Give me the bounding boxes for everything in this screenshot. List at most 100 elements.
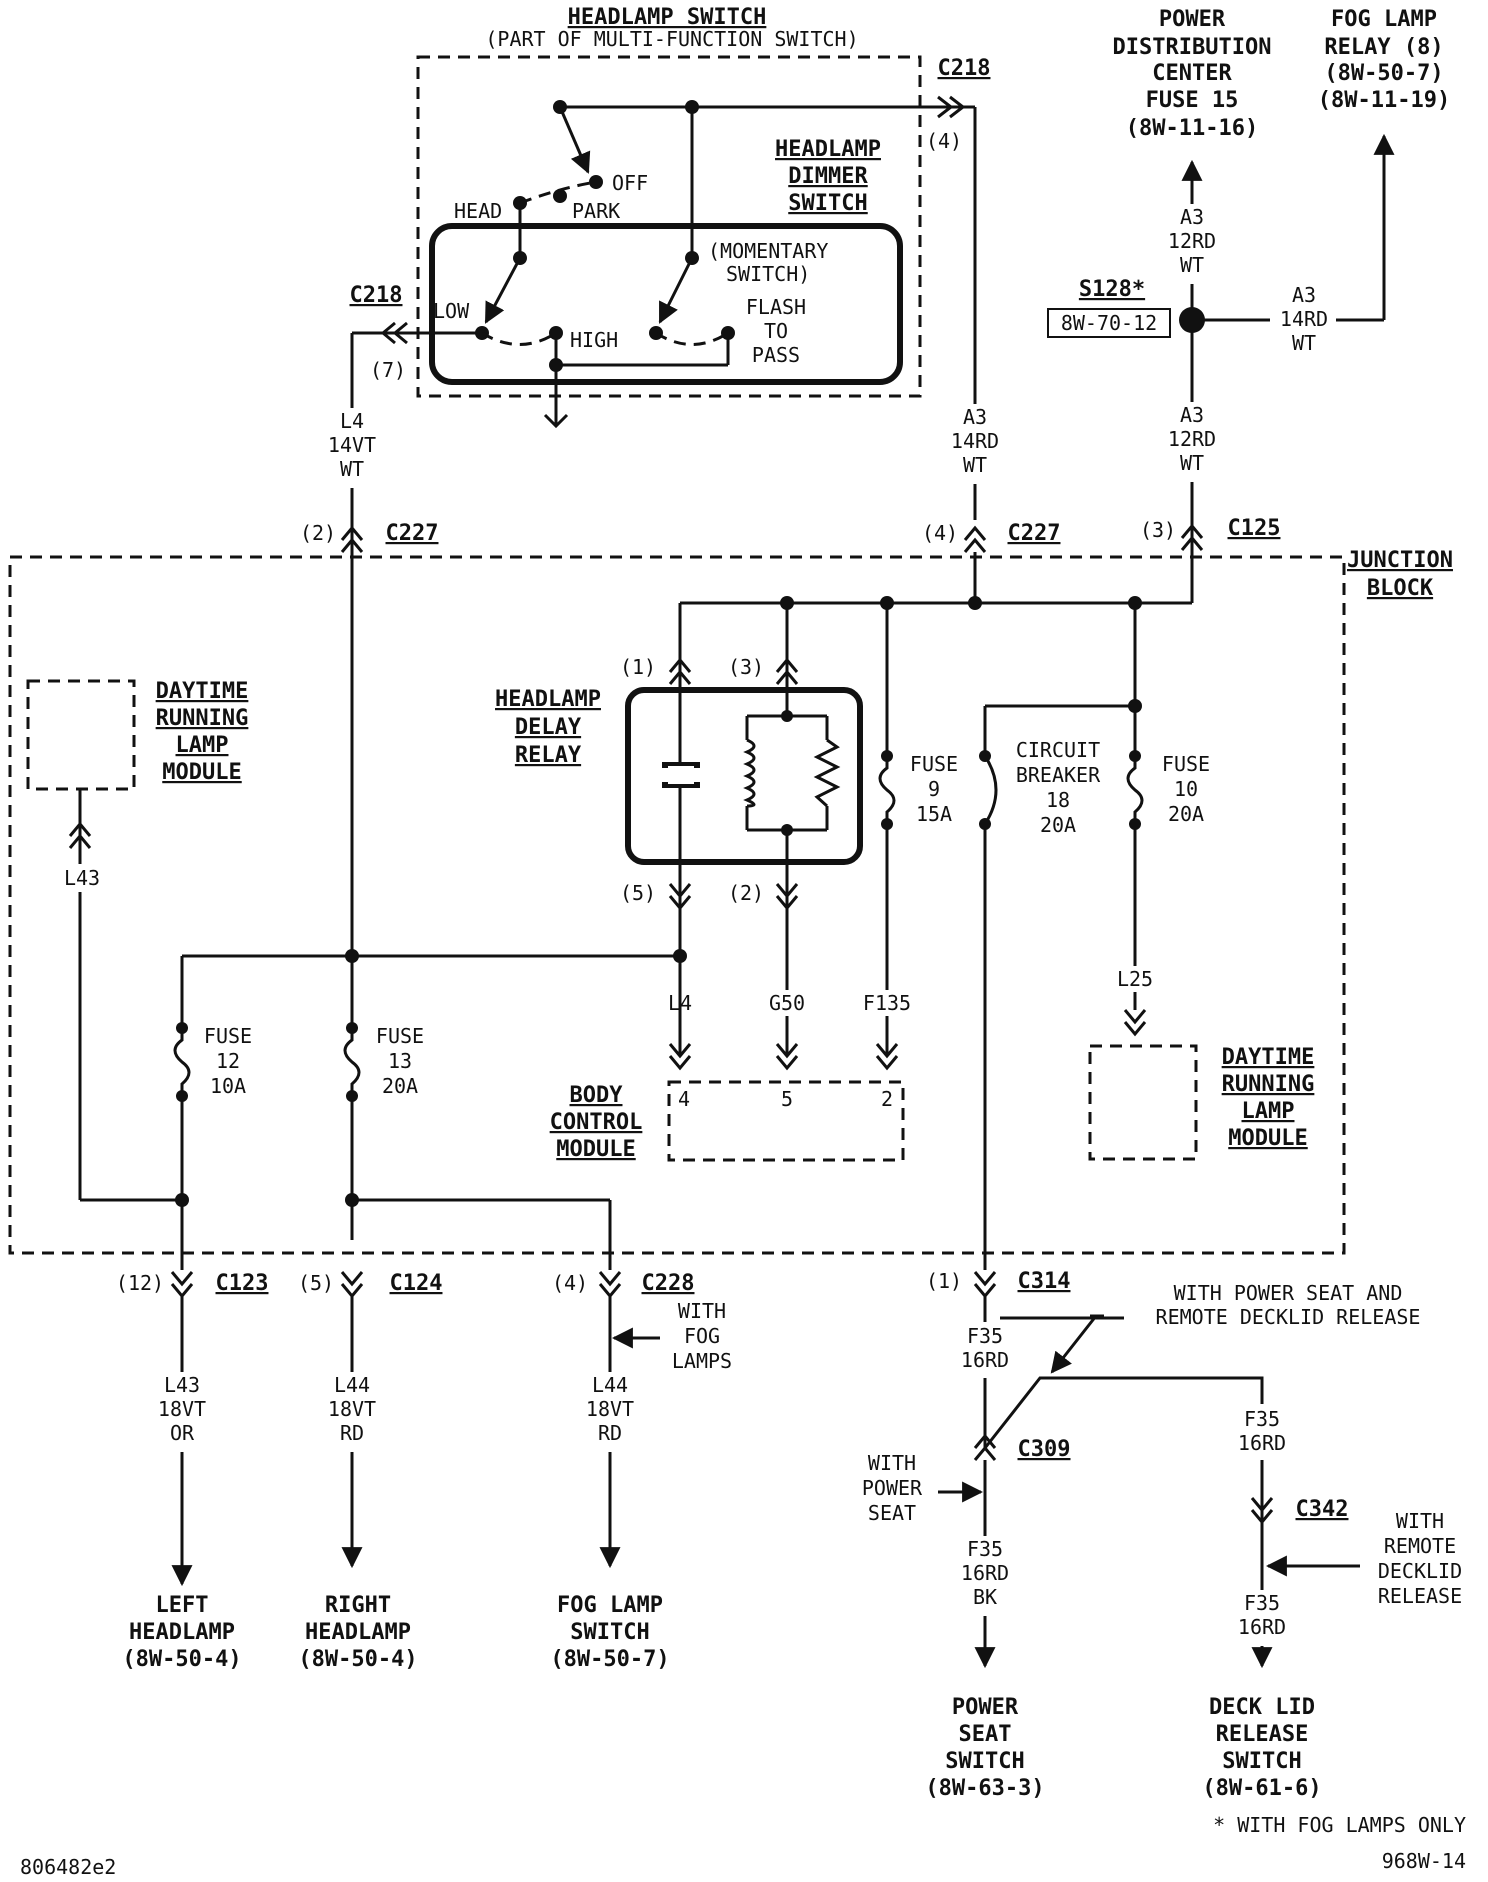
c342-connector <box>1250 1497 1274 1525</box>
label-high: HIGH <box>570 328 618 352</box>
drl-left-2: RUNNING <box>156 706 249 731</box>
deck-lid-3: SWITCH <box>1222 1749 1301 1774</box>
relay-contact-gap <box>668 766 694 784</box>
power-seat-1: POWER <box>952 1695 1019 1720</box>
pdc-line-1: POWER <box>1159 7 1226 32</box>
label-flash-3: PASS <box>752 343 800 367</box>
splice-name: S128* <box>1079 277 1145 302</box>
label-flash-2: TO <box>764 319 788 343</box>
c228-pin: (4) <box>552 1271 588 1295</box>
drl-left-4: MODULE <box>162 760 241 785</box>
deck-lid-4: (8W-61-6) <box>1202 1776 1321 1801</box>
bcm-box <box>667 1080 905 1162</box>
park-head-link <box>519 180 597 205</box>
with-power-seat-2: POWER <box>862 1476 923 1500</box>
relay-pin1: (1) <box>620 655 656 679</box>
main-switch-arm <box>558 106 591 174</box>
relay-contact-bottom <box>662 782 700 788</box>
delay-relay-1: HEADLAMP <box>495 687 601 712</box>
headlamp-delay-relay-box <box>625 687 863 865</box>
relay-pin2-connector <box>775 883 799 911</box>
relay-pin5-connector <box>668 883 692 911</box>
g50-label-bg <box>758 990 816 1016</box>
relay-coil-icon <box>743 738 756 808</box>
seat-decklid-arrow-1 <box>1050 1315 1098 1374</box>
pdc-line-2: DISTRIBUTION <box>1113 35 1272 60</box>
seat-decklid-1: WITH POWER SEAT AND <box>1174 1281 1403 1305</box>
a3-mid-1: A3 <box>963 405 987 429</box>
fog-relay-line-1: FOG LAMP <box>1331 7 1437 32</box>
label-low: LOW <box>433 299 470 323</box>
l44-right-2: 18VT <box>328 1397 376 1421</box>
cb18-3: 18 <box>1046 788 1070 812</box>
drl-right-1: DAYTIME <box>1222 1045 1315 1070</box>
c227-left-pin: (2) <box>300 521 336 545</box>
fuse10-2: 10 <box>1174 777 1198 801</box>
dimmer-switch-box <box>429 223 903 385</box>
power-seat-3: SWITCH <box>945 1749 1024 1774</box>
f35-d-label-bg <box>1226 1590 1298 1646</box>
l43-out-3: OR <box>170 1421 195 1445</box>
bcm-pin2-connector <box>875 1043 899 1071</box>
fuse9-2: 9 <box>928 777 940 801</box>
flash-contact <box>721 326 735 340</box>
off-contact <box>589 175 603 189</box>
f35-c-1: F35 <box>967 1537 1003 1561</box>
drl-right-box <box>1088 1044 1198 1161</box>
c314-connector <box>973 1271 997 1299</box>
l44-right-1: L44 <box>334 1373 370 1397</box>
a3-top-3: WT <box>1180 253 1204 277</box>
l44-fog-label-bg <box>578 1372 644 1452</box>
g50-label: G50 <box>769 991 805 1015</box>
fuse13-3: 20A <box>382 1074 418 1098</box>
with-fog-3: LAMPS <box>672 1349 732 1373</box>
a3-fog-1: A3 <box>1292 283 1316 307</box>
fuse12-2: 12 <box>216 1049 240 1073</box>
f135-label-bg <box>852 990 922 1016</box>
fuse12-out-node <box>175 1193 189 1207</box>
with-remote-3: DECKLID <box>1378 1559 1462 1583</box>
with-remote-1: WITH <box>1396 1509 1444 1533</box>
cb18-2: BREAKER <box>1016 763 1101 787</box>
c218-left-label: C218 <box>350 283 403 308</box>
left-headlamp-2: HEADLAMP <box>129 1620 235 1645</box>
fuse12-icon <box>173 1028 191 1096</box>
l43-connector <box>68 821 92 849</box>
left-headlamp-3: (8W-50-4) <box>122 1647 241 1672</box>
l4-top-3: WT <box>340 457 364 481</box>
c227-left-connector <box>340 525 364 553</box>
a3-fog-3: WT <box>1292 331 1316 355</box>
fog-lamps-note: * WITH FOG LAMPS ONLY <box>1213 1813 1466 1837</box>
c314-pin: (1) <box>926 1269 962 1293</box>
l4-label-bg <box>322 408 382 488</box>
bcm-2: CONTROL <box>550 1110 643 1135</box>
l44-fog-3: RD <box>598 1421 622 1445</box>
l44-fog-2: 18VT <box>586 1397 634 1421</box>
drl-left-3: LAMP <box>176 733 229 758</box>
with-power-seat-3: SEAT <box>868 1501 916 1525</box>
power-seat-4: (8W-63-3) <box>925 1776 1044 1801</box>
dimmer-title-2: DIMMER <box>788 164 868 189</box>
a3-top-2: 12RD <box>1168 229 1216 253</box>
label-park: PARK <box>572 199 620 223</box>
right-headlamp-1: RIGHT <box>325 1593 391 1618</box>
a3-low-2: 12RD <box>1168 427 1216 451</box>
c124-pin: (5) <box>298 1271 334 1295</box>
fuse10-1: FUSE <box>1162 752 1210 776</box>
right-headlamp-3: (8W-50-4) <box>298 1647 417 1672</box>
c123-connector <box>170 1271 194 1299</box>
f35-b-label-bg <box>1226 1404 1298 1460</box>
relay-pin3-connector <box>775 657 799 685</box>
c125-pin: (3) <box>1140 518 1176 542</box>
footer-right-code: 968W-14 <box>1382 1849 1466 1873</box>
f35-c-3: BK <box>973 1585 997 1609</box>
l4-top-1: L4 <box>340 409 364 433</box>
seat-decklid-2: REMOTE DECKLID RELEASE <box>1156 1305 1421 1329</box>
l25-label-bg <box>1110 966 1160 992</box>
l43-out-2: 18VT <box>158 1397 206 1421</box>
drl-right-2: RUNNING <box>1222 1072 1315 1097</box>
momentary-link <box>655 331 729 346</box>
c123-label: C123 <box>216 1271 269 1296</box>
bcm-pin4-connector <box>668 1043 692 1071</box>
